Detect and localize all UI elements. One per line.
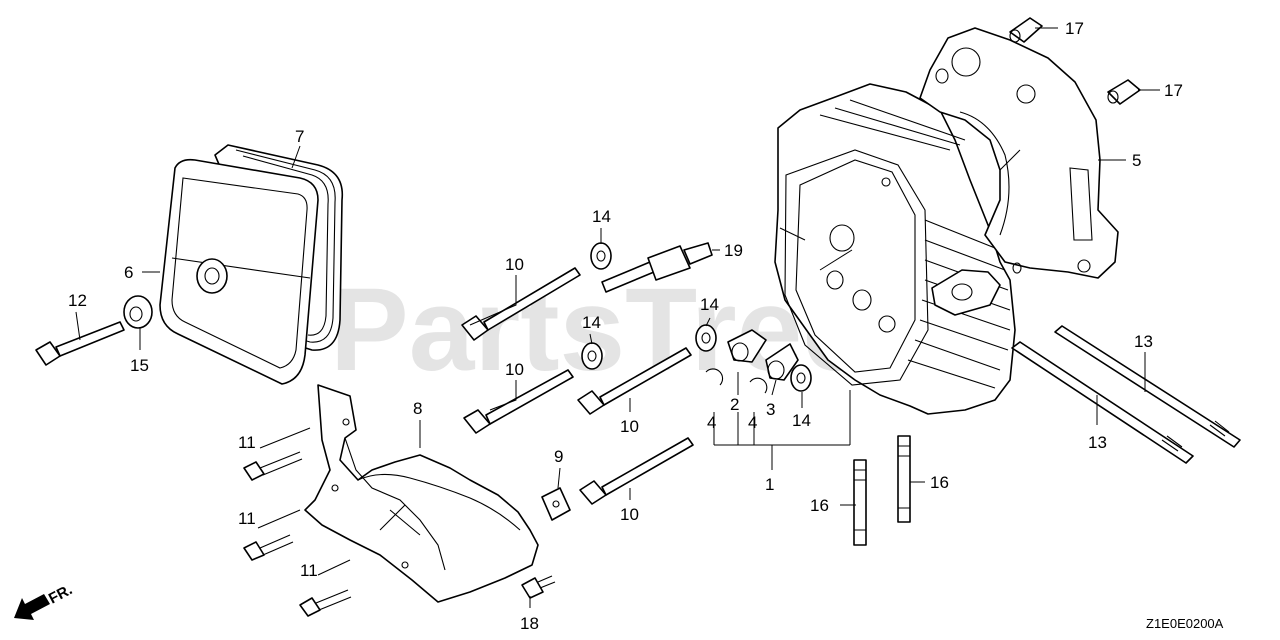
callout-7: 7 [295, 127, 304, 146]
dowel-pin-17-right[interactable] [1107, 79, 1141, 105]
callout-10-upper: 10 [505, 255, 524, 274]
washer-14-left[interactable] [581, 342, 603, 370]
callout-16-left: 16 [810, 496, 829, 515]
clip-4-left[interactable] [705, 368, 724, 386]
callout-9: 9 [554, 447, 563, 466]
callout-8: 8 [413, 399, 422, 418]
bolt-11-middle[interactable] [243, 534, 294, 561]
washer-14-center[interactable] [695, 324, 717, 352]
valve-guide-2[interactable] [727, 329, 767, 363]
callout-4-left: 4 [707, 413, 716, 432]
head-cover[interactable] [159, 158, 319, 385]
leader-lines [75, 27, 1160, 608]
long-bolt-10-lower[interactable] [579, 437, 694, 505]
front-arrow-icon [14, 594, 50, 620]
spark-plug-19[interactable] [601, 242, 713, 293]
bracket-shield[interactable] [304, 384, 539, 603]
callout-3: 3 [766, 400, 775, 419]
callout-14-left: 14 [582, 313, 601, 332]
front-indicator-label: FR. [46, 581, 75, 607]
callout-15: 15 [130, 356, 149, 375]
stud-13-upper[interactable] [1054, 325, 1241, 448]
bolt-18[interactable] [521, 575, 556, 599]
long-bolt-10-upper[interactable] [461, 267, 581, 341]
bolt-11-upper[interactable] [243, 451, 303, 481]
callout-5: 5 [1132, 151, 1141, 170]
callout-2: 2 [730, 395, 739, 414]
dowel-pin-17-top[interactable] [1009, 17, 1043, 43]
callout-10-lower: 10 [620, 505, 639, 524]
callout-10-right: 10 [620, 417, 639, 436]
callout-16-right: 16 [930, 473, 949, 492]
callout-18: 18 [520, 614, 539, 633]
stud-16-right[interactable] [897, 435, 911, 523]
callout-11-upper: 11 [238, 433, 256, 452]
callout-19: 19 [724, 241, 743, 260]
head-gasket-5[interactable] [919, 27, 1119, 279]
callout-6: 6 [124, 263, 133, 282]
washer-15[interactable] [123, 295, 153, 329]
stud-16-left[interactable] [853, 459, 867, 546]
callout-11-middle: 11 [238, 509, 256, 528]
stud-13-lower[interactable] [1011, 341, 1194, 464]
callout-17-top: 17 [1065, 19, 1084, 38]
cylinder-head[interactable] [774, 83, 1016, 415]
long-bolt-10-right[interactable] [577, 347, 692, 415]
callout-4-right: 4 [748, 413, 757, 432]
valve-guide-3[interactable] [765, 343, 799, 381]
diagram-code: Z1E0E0200A [1146, 616, 1224, 631]
callout-13-upper: 13 [1134, 332, 1153, 351]
callout-1: 1 [765, 475, 774, 494]
washer-14-right[interactable] [790, 364, 812, 392]
callout-14-top: 14 [592, 207, 611, 226]
flange-bolt-12[interactable] [35, 321, 125, 366]
callout-labels: 17 17 5 7 6 12 15 14 19 10 14 14 10 2 3 … [68, 19, 1183, 633]
washer-14-top[interactable] [590, 242, 612, 270]
small-bracket-9[interactable] [541, 487, 571, 521]
clip-4-right[interactable] [749, 377, 768, 394]
bolt-11-lower[interactable] [299, 589, 352, 617]
callout-11-lower: 11 [300, 561, 318, 580]
callout-17-right: 17 [1164, 81, 1183, 100]
callout-10-middle: 10 [505, 360, 524, 379]
callout-13-lower: 13 [1088, 433, 1107, 452]
callout-14-right: 14 [792, 411, 811, 430]
callout-14-center: 14 [700, 295, 719, 314]
callout-12: 12 [68, 291, 87, 310]
long-bolt-10-middle[interactable] [463, 369, 574, 434]
